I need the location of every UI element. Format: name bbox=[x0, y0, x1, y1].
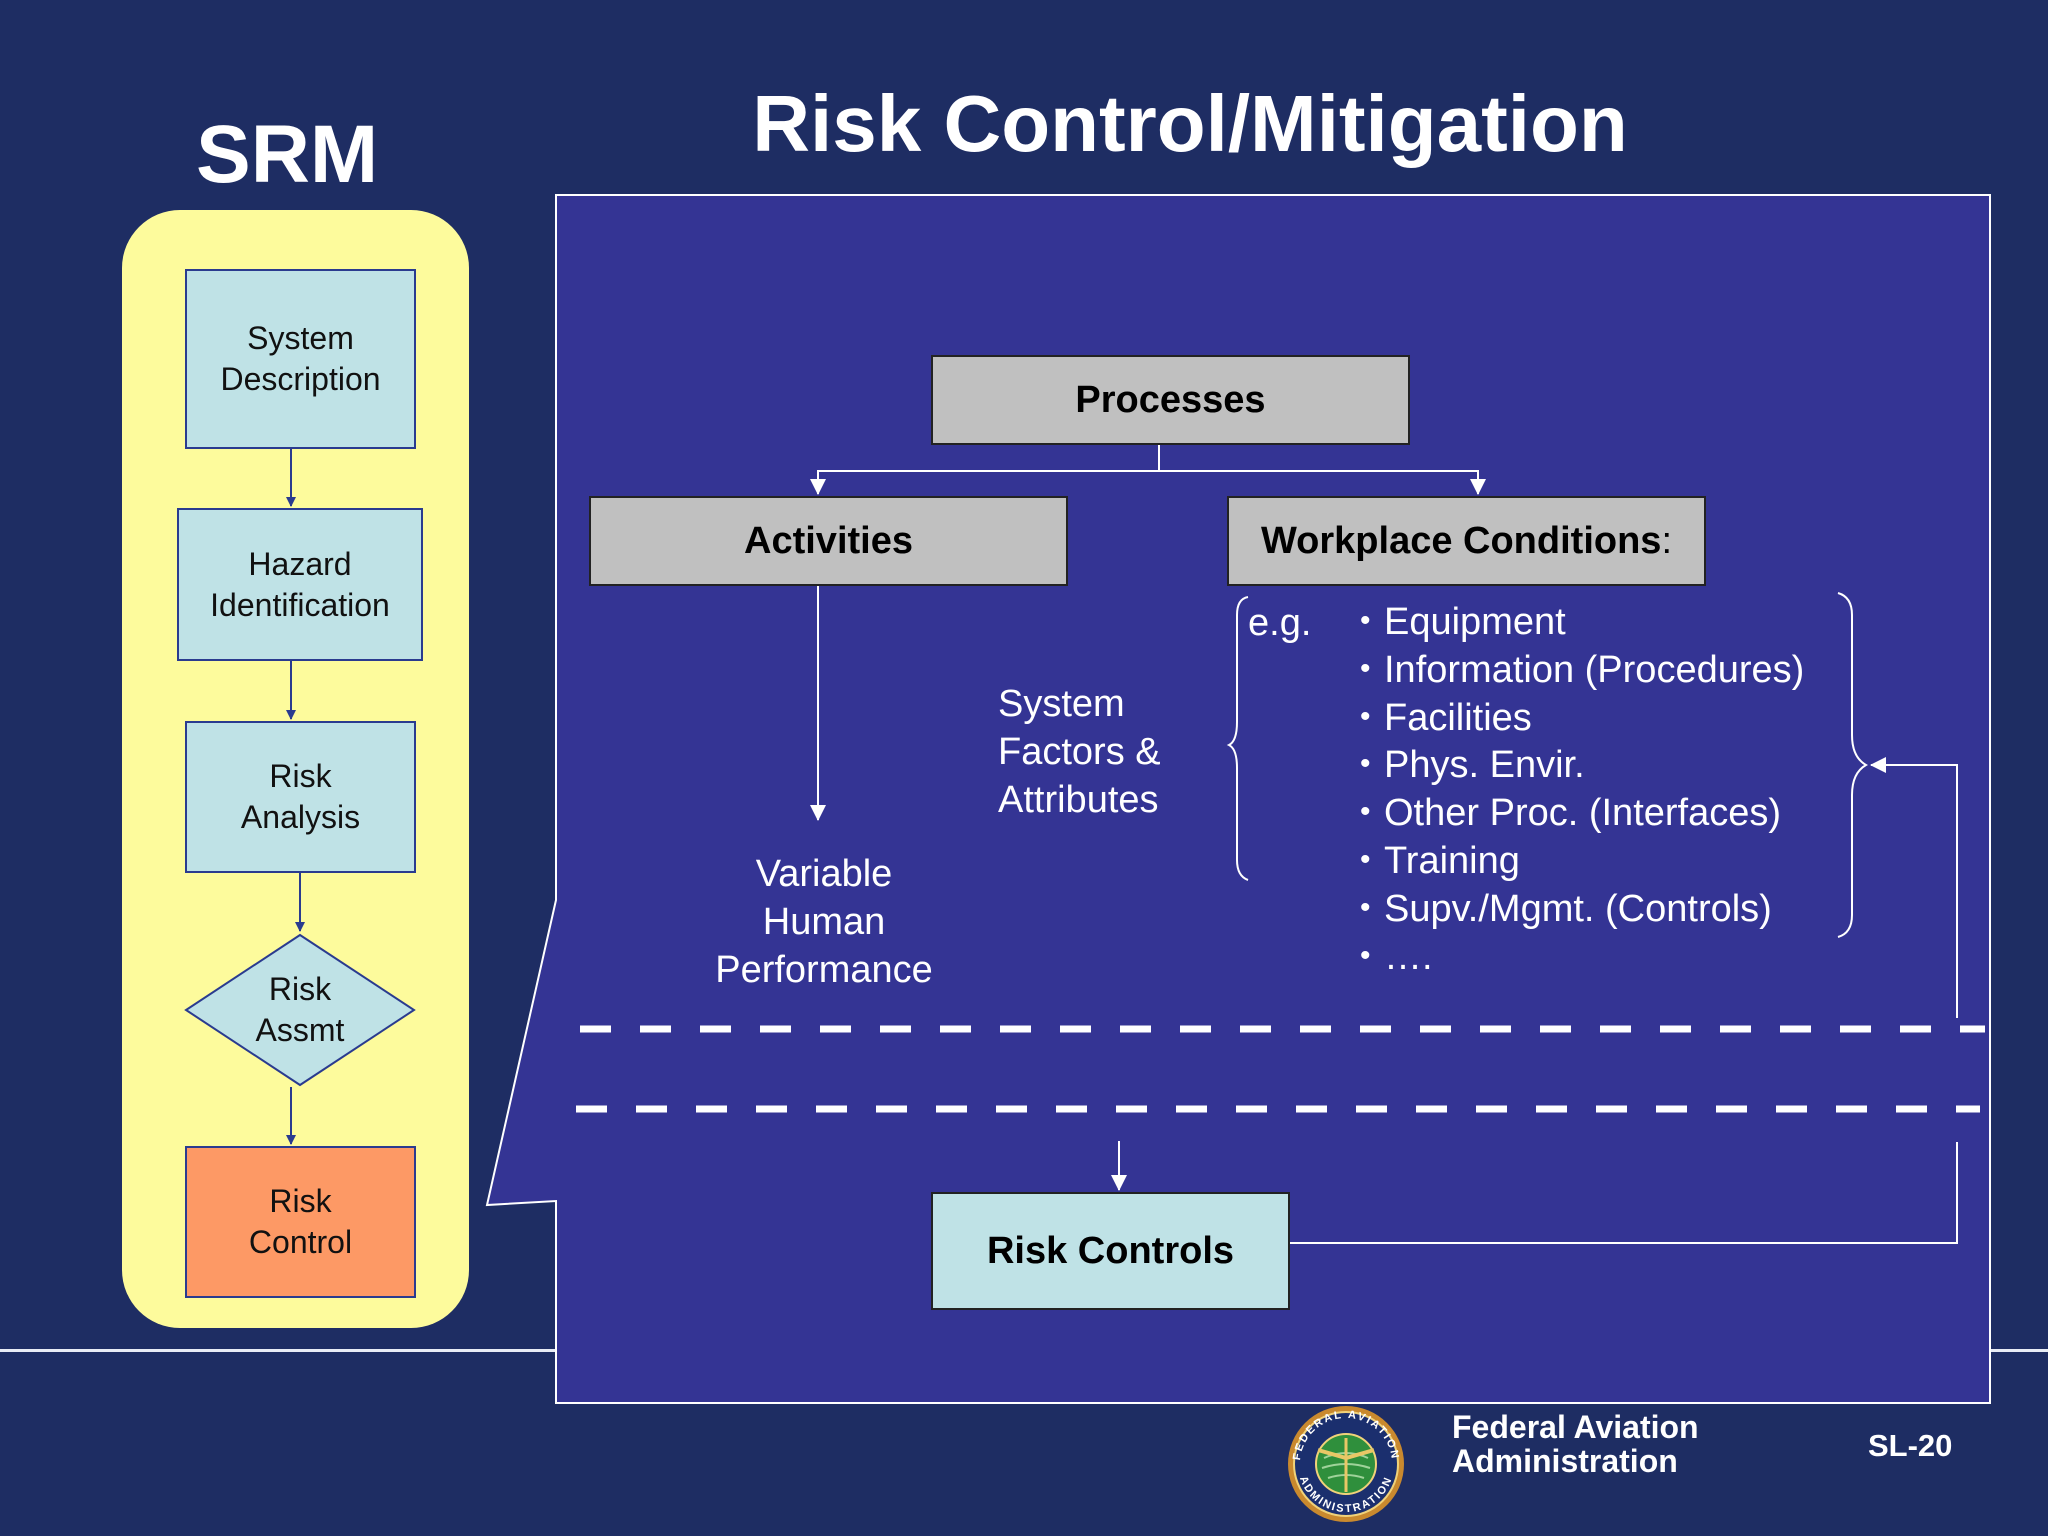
system-factors-text: System Factors & Attributes bbox=[998, 680, 1161, 824]
risk-controls-label: Risk Controls bbox=[986, 1229, 1235, 1272]
system-factors-line: System bbox=[998, 683, 1125, 725]
srm-step-hazard-identification[interactable]: Hazard Identification bbox=[177, 508, 423, 661]
srm-step-system-description[interactable]: System Description bbox=[185, 269, 416, 449]
condition-item: Training bbox=[1360, 836, 1804, 886]
risk-controls-node[interactable]: Risk Controls bbox=[931, 1192, 1290, 1310]
activities-node[interactable]: Activities bbox=[589, 496, 1068, 586]
processes-label: Processes bbox=[1075, 378, 1266, 421]
condition-item: Supv./Mgmt. (Controls) bbox=[1360, 884, 1804, 934]
variable-human-performance-text: Variable Human Performance bbox=[684, 850, 964, 994]
slide-title: Risk Control/Mitigation bbox=[752, 79, 1628, 168]
srm-step-label-line: Hazard bbox=[248, 545, 352, 582]
srm-step-risk-analysis[interactable]: Risk Analysis bbox=[185, 721, 416, 873]
faa-agency-name-line: Administration bbox=[1452, 1443, 1678, 1479]
srm-step-label-line: System bbox=[247, 320, 354, 356]
srm-step-label-line: Identification bbox=[210, 586, 390, 623]
srm-step-risk-assmt-label: Risk Assmt bbox=[224, 963, 376, 1057]
processes-node[interactable]: Processes bbox=[931, 355, 1410, 445]
eg-label: e.g. bbox=[1248, 602, 1312, 644]
srm-step-label-line: Description bbox=[220, 361, 381, 397]
condition-item: Information (Procedures) bbox=[1360, 645, 1804, 695]
srm-step-label-line: Assmt bbox=[255, 1012, 345, 1048]
srm-step-label-line: Risk bbox=[268, 971, 332, 1007]
faa-agency-name-line: Federal Aviation bbox=[1452, 1409, 1699, 1445]
system-factors-line: Factors & bbox=[998, 731, 1161, 773]
srm-step-risk-assmt-diamond[interactable] bbox=[184, 933, 416, 1087]
srm-step-label-line: Risk bbox=[269, 1183, 332, 1219]
variable-human-performance-line: Performance bbox=[715, 949, 933, 991]
condition-item: Phys. Envir. bbox=[1360, 740, 1804, 790]
condition-item: Equipment bbox=[1360, 597, 1804, 647]
workplace-conditions-list: Equipment Information (Procedures) Facil… bbox=[1360, 597, 1804, 982]
slide-number: SL-20 bbox=[1868, 1428, 1953, 1463]
condition-item: Facilities bbox=[1360, 693, 1804, 743]
variable-human-performance-line: Variable bbox=[755, 853, 893, 895]
activities-label: Activities bbox=[744, 519, 913, 562]
faa-seal-logo: FEDERAL AVIATION ADMINISTRATION bbox=[1288, 1406, 1404, 1522]
workplace-conditions-label: Workplace Conditions bbox=[1260, 519, 1662, 562]
srm-step-label-line: Analysis bbox=[240, 799, 361, 835]
variable-human-performance-line: Human bbox=[762, 901, 886, 943]
system-factors-line: Attributes bbox=[998, 779, 1159, 821]
srm-title: SRM bbox=[196, 109, 379, 200]
faa-agency-name: Federal Aviation Administration bbox=[1452, 1410, 1699, 1478]
workplace-conditions-node[interactable]: Workplace Conditions: bbox=[1227, 496, 1706, 586]
srm-step-label-line: Risk bbox=[269, 758, 332, 794]
condition-item: Other Proc. (Interfaces) bbox=[1360, 788, 1804, 838]
condition-item: …. bbox=[1360, 932, 1804, 982]
srm-step-risk-control[interactable]: Risk Control bbox=[185, 1146, 416, 1298]
srm-step-label-line: Control bbox=[248, 1224, 353, 1260]
workplace-conditions-colon: : bbox=[1661, 519, 1672, 562]
